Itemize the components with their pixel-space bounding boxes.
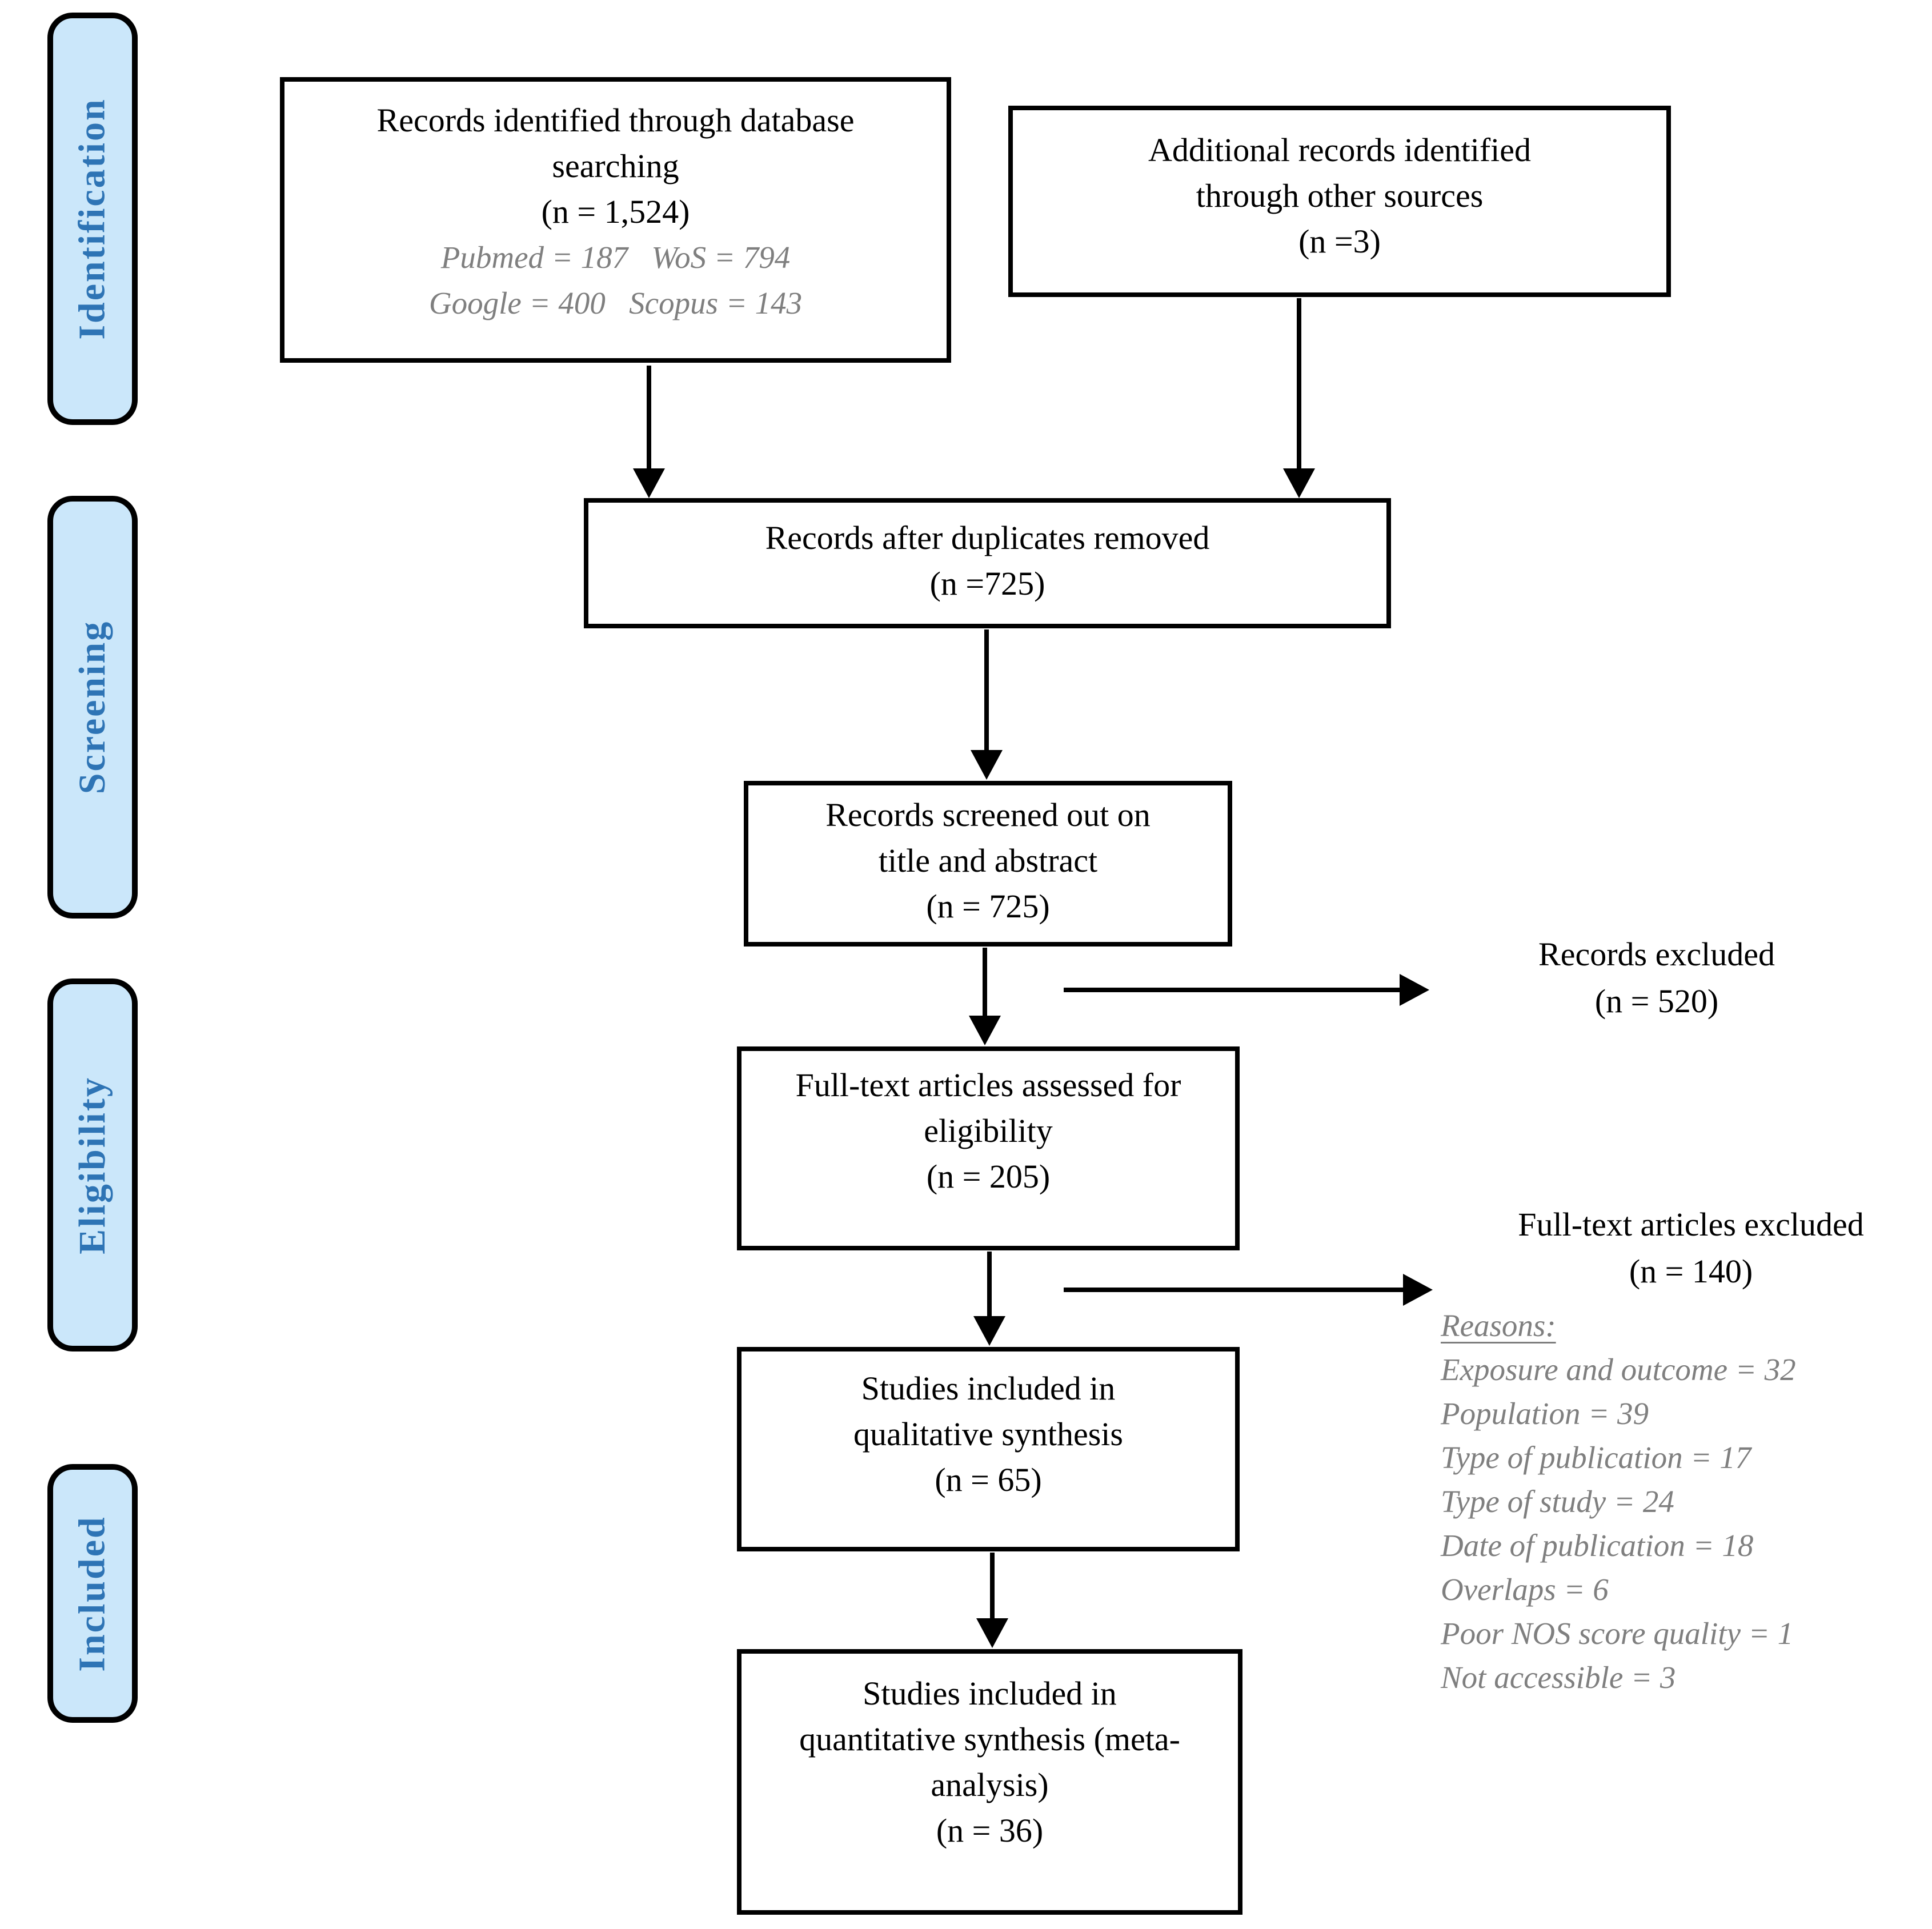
box-duplicates-removed: Records after duplicates removed (n =725… <box>584 498 1391 628</box>
arrow-head-down-icon <box>633 468 665 498</box>
box-records-screened-count: (n = 725) <box>926 888 1050 925</box>
box-additional-records-line2: through other sources <box>1196 177 1484 214</box>
box-quantitative-synthesis-line1: Studies included in <box>863 1675 1117 1712</box>
arrow-line <box>1297 298 1301 471</box>
arrow-head-right-icon <box>1403 1274 1433 1306</box>
box-additional-records-count: (n =3) <box>1298 223 1381 260</box>
arrow-head-down-icon <box>973 1316 1005 1346</box>
arrow-head-down-icon <box>1283 468 1315 498</box>
reason-item: Type of publication = 17 <box>1441 1440 1751 1475</box>
note-fulltext-excluded: Full-text articles excluded (n = 140) <box>1460 1201 1922 1295</box>
box-fulltext-assessed-line1: Full-text articles assessed for <box>795 1066 1181 1104</box>
box-additional-records: Additional records identified through ot… <box>1008 106 1671 297</box>
arrow-line <box>987 1252 992 1318</box>
box-qualitative-synthesis-line1: Studies included in <box>861 1370 1116 1407</box>
note-records-excluded-count: (n = 520) <box>1594 982 1719 1020</box>
box-qualitative-synthesis-count: (n = 65) <box>935 1461 1042 1498</box>
arrow-head-down-icon <box>971 750 1003 780</box>
reason-item: Poor NOS score quality = 1 <box>1441 1616 1794 1651</box>
box-records-identified-sources1: Pubmed = 187 WoS = 794 <box>440 240 791 275</box>
arrow-line <box>990 1553 995 1621</box>
box-records-screened-line2: title and abstract <box>878 842 1098 879</box>
arrow-line <box>984 629 989 751</box>
arrow-line <box>1064 988 1401 992</box>
box-fulltext-assessed: Full-text articles assessed for eligibil… <box>737 1046 1240 1250</box>
box-quantitative-synthesis-line3: analysis) <box>931 1766 1049 1803</box>
note-fulltext-excluded-title: Full-text articles excluded <box>1518 1206 1864 1243</box>
box-records-identified-count: (n = 1,524) <box>541 193 690 230</box>
box-records-identified-sources2: Google = 400 Scopus = 143 <box>428 286 803 320</box>
reason-item: Type of study = 24 <box>1441 1484 1674 1519</box>
box-duplicates-removed-line1: Records after duplicates removed <box>765 519 1210 556</box>
arrow-head-down-icon <box>976 1618 1008 1648</box>
box-records-identified-line1: Records identified through database <box>376 102 855 139</box>
stage-included-label: Included <box>71 1515 113 1672</box>
stage-included: Included <box>47 1464 138 1723</box>
stage-identification-label: Identification <box>71 98 113 340</box>
reason-item: Exposure and outcome = 32 <box>1441 1352 1796 1387</box>
note-records-excluded: Records excluded (n = 520) <box>1462 931 1851 1025</box>
arrow-line <box>1064 1288 1404 1292</box>
box-fulltext-assessed-line2: eligibility <box>924 1112 1053 1149</box>
box-records-identified-line2: searching <box>552 147 679 185</box>
box-fulltext-assessed-count: (n = 205) <box>926 1158 1051 1195</box>
reason-item: Overlaps = 6 <box>1441 1572 1609 1607</box>
arrow-head-right-icon <box>1400 974 1429 1006</box>
box-additional-records-line1: Additional records identified <box>1148 131 1532 169</box>
reason-item: Population = 39 <box>1441 1396 1649 1431</box>
exclusion-reasons-heading: Reasons: <box>1441 1308 1556 1343</box>
box-quantitative-synthesis-count: (n = 36) <box>936 1812 1044 1849</box>
arrow-line <box>647 366 651 471</box>
note-fulltext-excluded-count: (n = 140) <box>1629 1253 1753 1290</box>
stage-identification: Identification <box>47 13 138 425</box>
exclusion-reasons-list: Reasons: Exposure and outcome = 32 Popul… <box>1441 1304 1932 1699</box>
note-records-excluded-title: Records excluded <box>1538 936 1775 973</box>
box-records-identified: Records identified through database sear… <box>280 77 951 363</box>
arrow-line <box>983 948 987 1019</box>
box-qualitative-synthesis: Studies included in qualitative synthesi… <box>737 1347 1240 1551</box>
box-qualitative-synthesis-line2: qualitative synthesis <box>853 1415 1123 1453</box>
reason-item: Date of publication = 18 <box>1441 1528 1754 1563</box>
box-quantitative-synthesis: Studies included in quantitative synthes… <box>737 1649 1242 1915</box>
stage-eligibility-label: Eligibility <box>71 1076 114 1254</box>
reason-item: Not accessible = 3 <box>1441 1660 1676 1695</box>
box-duplicates-removed-count: (n =725) <box>929 565 1045 602</box>
box-records-screened: Records screened out on title and abstra… <box>744 781 1232 947</box>
arrow-head-down-icon <box>969 1016 1001 1045</box>
box-records-screened-line1: Records screened out on <box>825 796 1151 833</box>
stage-eligibility: Eligibility <box>47 978 138 1351</box>
box-quantitative-synthesis-line2: quantitative synthesis (meta- <box>799 1721 1180 1758</box>
stage-screening-label: Screening <box>71 620 114 795</box>
stage-screening: Screening <box>47 496 138 919</box>
